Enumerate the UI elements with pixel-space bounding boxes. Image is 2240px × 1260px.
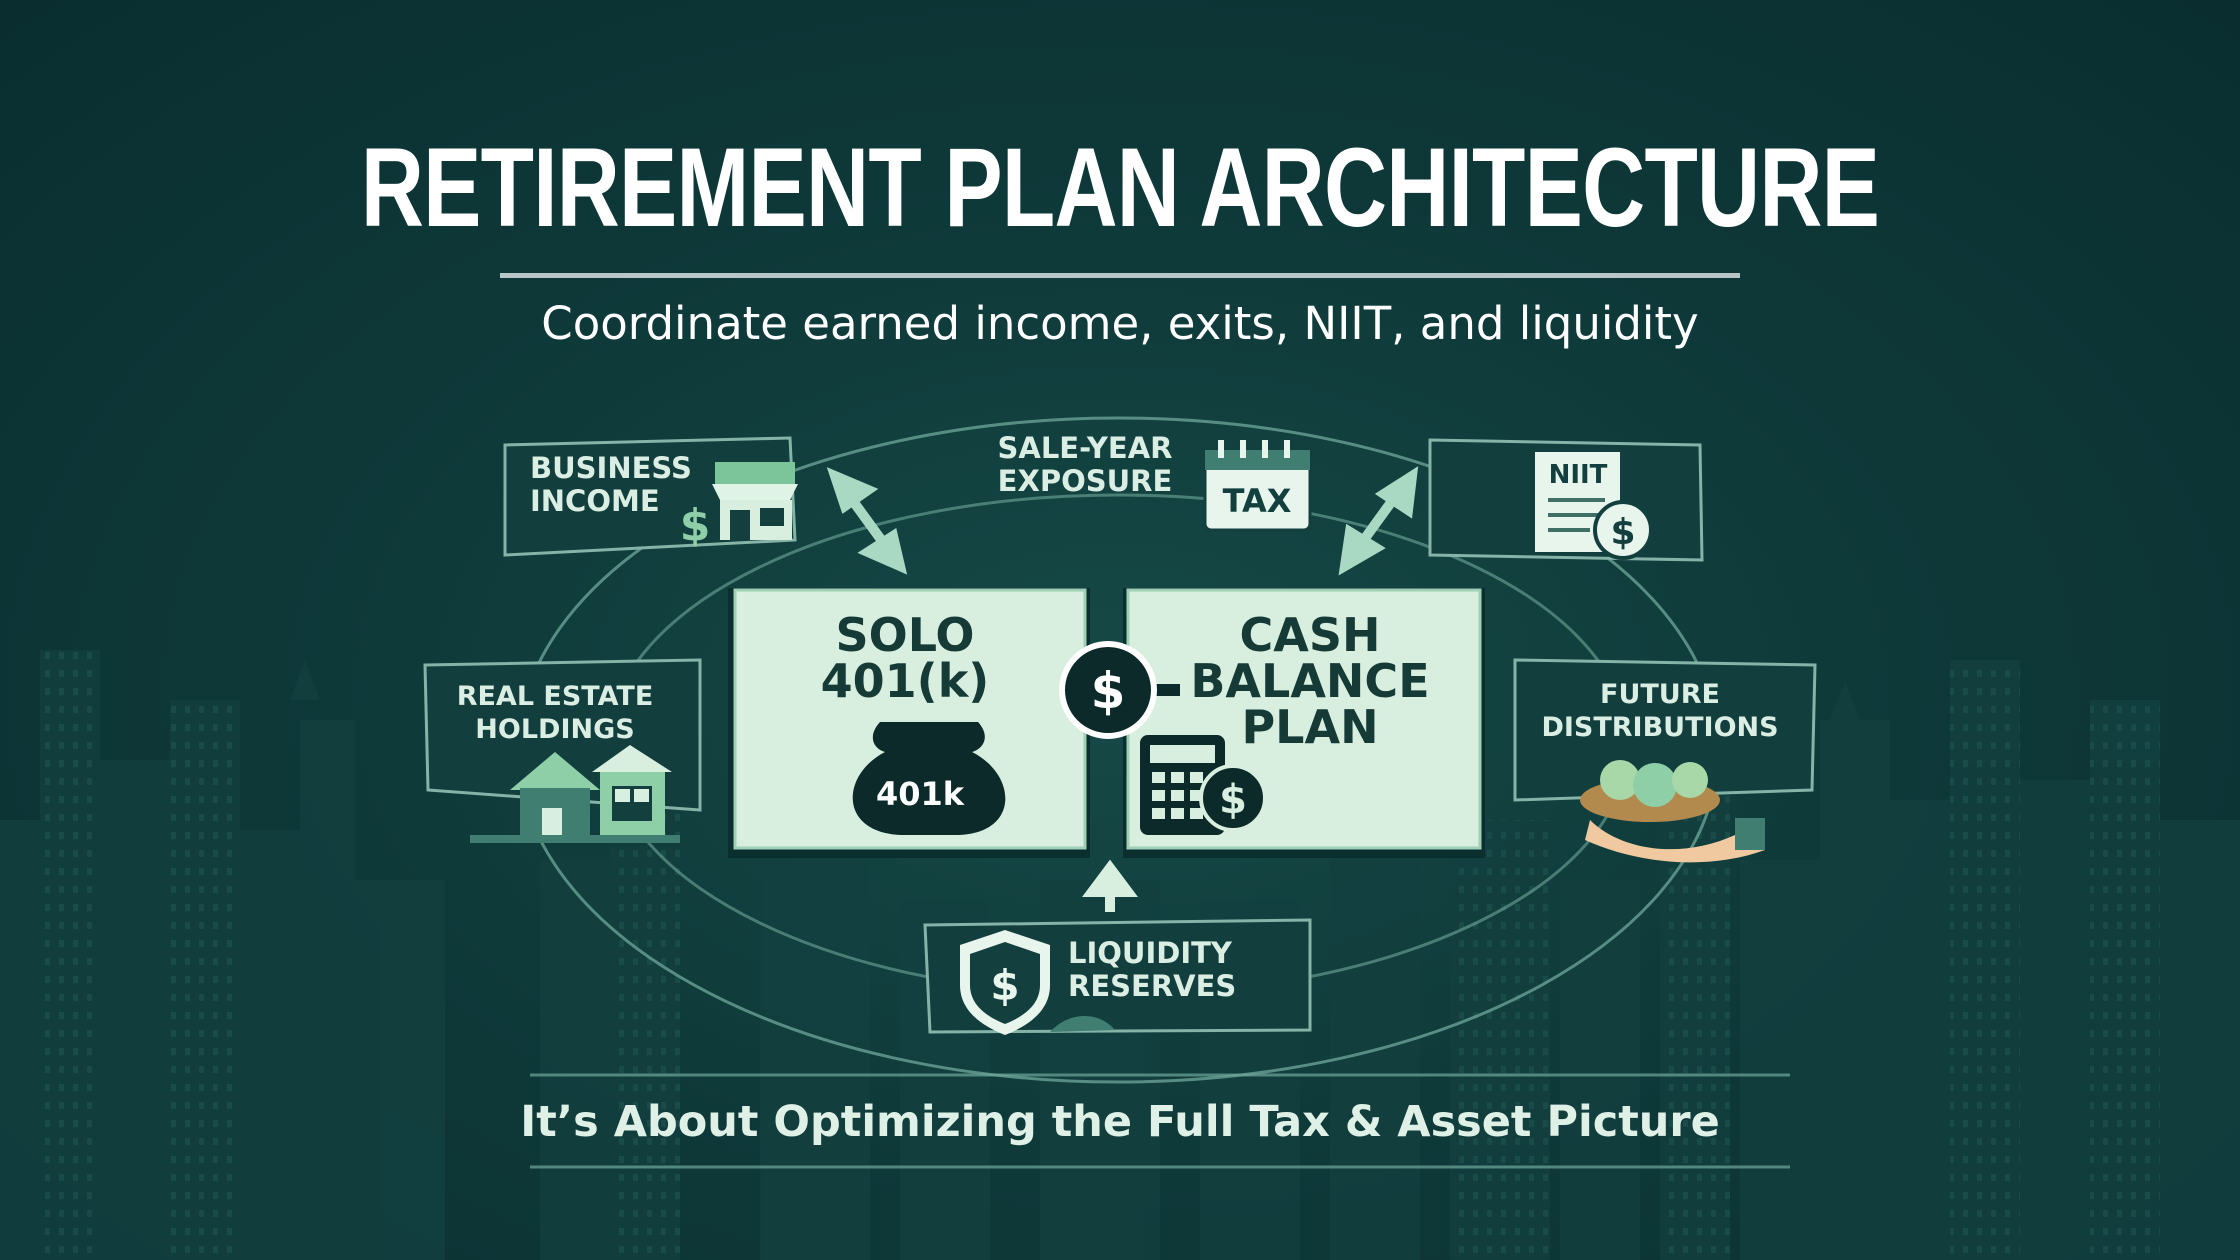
- niit-document-icon: NIIT $: [1535, 452, 1653, 560]
- arrow-business-to-solo: [826, 467, 908, 575]
- liquidity-reserves-label: LIQUIDITY RESERVES: [1068, 936, 1237, 1003]
- arrow-liquidity-up: [1082, 859, 1138, 912]
- tax-calendar-icon: TAX: [1203, 440, 1312, 532]
- svg-text:$: $: [1219, 777, 1247, 823]
- svg-text:$: $: [680, 500, 711, 551]
- center-dollar-icon: $: [1059, 641, 1180, 739]
- svg-text:$: $: [1610, 512, 1635, 553]
- money-bag-icon: 401k: [852, 722, 1006, 835]
- niit-label: NIIT: [1549, 460, 1608, 490]
- tax-icon-label: TAX: [1223, 482, 1292, 520]
- real-estate-holdings-label: REAL ESTATE HOLDINGS: [456, 681, 654, 745]
- svg-text:$: $: [1091, 662, 1126, 720]
- business-income-label: BUSINESS INCOME: [530, 451, 692, 518]
- cash-balance-plan-label: CASH BALANCE PLAN: [1190, 608, 1430, 754]
- arrow-niit-to-cash: [1338, 466, 1419, 576]
- nest-egg-hand-icon: [1580, 760, 1765, 863]
- future-distributions-label: FUTURE DISTRIBUTIONS: [1541, 679, 1779, 743]
- page-title: RETIREMENT PLAN ARCHITECTURE: [360, 125, 1880, 250]
- solo-401k-label: SOLO 401(k): [820, 608, 990, 708]
- future-distributions-frame: [1513, 658, 1817, 802]
- storefront-icon: $: [680, 462, 798, 551]
- sale-year-exposure-label: SALE-YEAR EXPOSURE: [997, 431, 1173, 498]
- houses-icon: [470, 745, 680, 843]
- shield-dollar-icon: $: [960, 930, 1115, 1035]
- calculator-icon: $: [1140, 735, 1267, 835]
- footer-tagline: It’s About Optimizing the Full Tax & Ass…: [520, 1097, 1720, 1147]
- svg-text:$: $: [990, 961, 1019, 1010]
- title-underline: [500, 273, 1740, 278]
- bag-label: 401k: [876, 775, 965, 813]
- page-subtitle: Coordinate earned income, exits, NIIT, a…: [541, 297, 1699, 350]
